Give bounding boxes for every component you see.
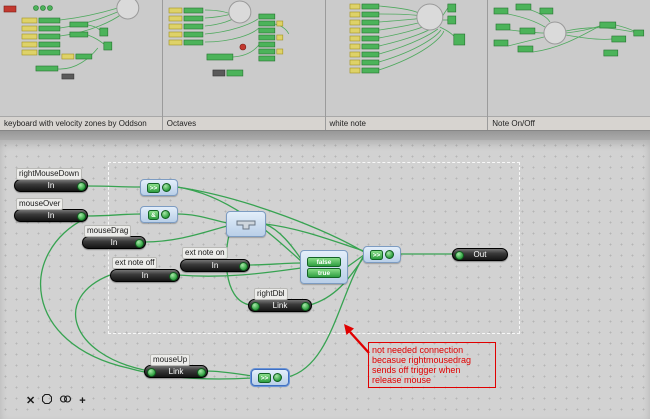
node-label: Link (272, 301, 288, 310)
node-label: In (47, 181, 55, 190)
patch-preview (0, 0, 162, 116)
output-port-icon[interactable] (238, 261, 248, 271)
and-icon: & (148, 209, 159, 220)
node-label: In (110, 238, 118, 247)
output-port-icon[interactable] (76, 181, 86, 191)
switch-false-option[interactable]: false (307, 256, 341, 267)
patch-tab-note-onoff[interactable]: Note On/Off (488, 0, 650, 130)
annotation-note[interactable]: not needed connection becasue rightmouse… (368, 342, 496, 388)
output-port-icon[interactable] (300, 301, 310, 311)
add-icon[interactable]: + (79, 394, 86, 407)
input-port-icon[interactable] (454, 250, 464, 260)
node-label: In (211, 261, 219, 270)
patch-tab-label[interactable]: white note (325, 116, 488, 130)
switch-true-option[interactable]: true (307, 267, 341, 278)
shift-right-icon: >> (257, 372, 272, 383)
node-link-mouseup[interactable]: Link (144, 365, 208, 378)
caption-mousedrag: mouseDrag (84, 225, 132, 237)
output-port-icon[interactable] (168, 271, 178, 281)
canvas-toolbar: ✕ + (26, 393, 86, 407)
patch-preview (326, 0, 488, 116)
caption-mouseover: mouseOver (16, 198, 64, 210)
patch-tab-keyboard[interactable]: keyboard with velocity zones by Oddson (0, 0, 163, 130)
shift-right-icon: >> (369, 249, 384, 260)
node-label: In (141, 271, 149, 280)
caption-rightmousedown: rightMouseDown (16, 168, 83, 180)
node-shift-right-3[interactable]: >> (251, 369, 289, 386)
strip-canvas-divider (0, 130, 650, 140)
node-switch[interactable]: false true (300, 250, 348, 284)
patch-preview (488, 0, 650, 116)
node-label: Link (168, 367, 184, 376)
caption-ext-note-off: ext note off (112, 257, 158, 269)
input-port-icon[interactable] (250, 301, 260, 311)
node-gate[interactable] (226, 211, 266, 237)
shift-right-icon: >> (146, 182, 161, 193)
gate-icon (236, 220, 256, 230)
output-port-icon[interactable] (196, 367, 206, 377)
output-port-icon[interactable] (162, 183, 172, 192)
input-port-icon[interactable] (146, 367, 156, 377)
patch-tab-label[interactable]: Note On/Off (488, 116, 650, 130)
node-label: In (47, 211, 55, 220)
node-in-mouseover[interactable]: In (14, 209, 88, 222)
patch-tab-label[interactable]: Octaves (162, 116, 325, 130)
patch-thumbnail-strip: keyboard with velocity zones by Oddson (0, 0, 650, 130)
node-link-rightdbl[interactable]: Link (248, 299, 312, 312)
output-port-icon[interactable] (385, 250, 395, 259)
output-port-icon[interactable] (76, 211, 86, 221)
polygon-icon[interactable] (42, 393, 53, 407)
output-port-icon[interactable] (134, 238, 144, 248)
link-icon[interactable] (59, 394, 72, 407)
patch-tab-label[interactable]: keyboard with velocity zones by Oddson (0, 116, 162, 130)
node-in-ext-note-off[interactable]: In (110, 269, 180, 282)
caption-rightdbl: rightDbl (254, 288, 288, 300)
caption-mouseup: mouseUp (150, 354, 191, 366)
node-shift-right-2[interactable]: >> (363, 246, 401, 263)
node-shift-right-1[interactable]: >> (140, 179, 178, 196)
caption-ext-note-on: ext note on (182, 247, 228, 259)
node-in-mousedrag[interactable]: In (82, 236, 146, 249)
node-in-ext-note-on[interactable]: In (180, 259, 250, 272)
patch-preview (163, 0, 325, 116)
node-in-rightmousedown[interactable]: In (14, 179, 88, 192)
node-and[interactable]: & (140, 206, 178, 223)
node-out[interactable]: Out (452, 248, 508, 261)
output-port-icon[interactable] (160, 210, 170, 219)
delete-icon[interactable]: ✕ (26, 394, 36, 407)
patch-tab-white-note[interactable]: white note (325, 0, 489, 130)
output-port-icon[interactable] (273, 373, 283, 382)
node-label: Out (473, 250, 487, 259)
patch-tab-octaves[interactable]: Octaves (162, 0, 326, 130)
patch-canvas[interactable]: rightMouseDown mouseOver mouseDrag ext n… (0, 140, 650, 419)
